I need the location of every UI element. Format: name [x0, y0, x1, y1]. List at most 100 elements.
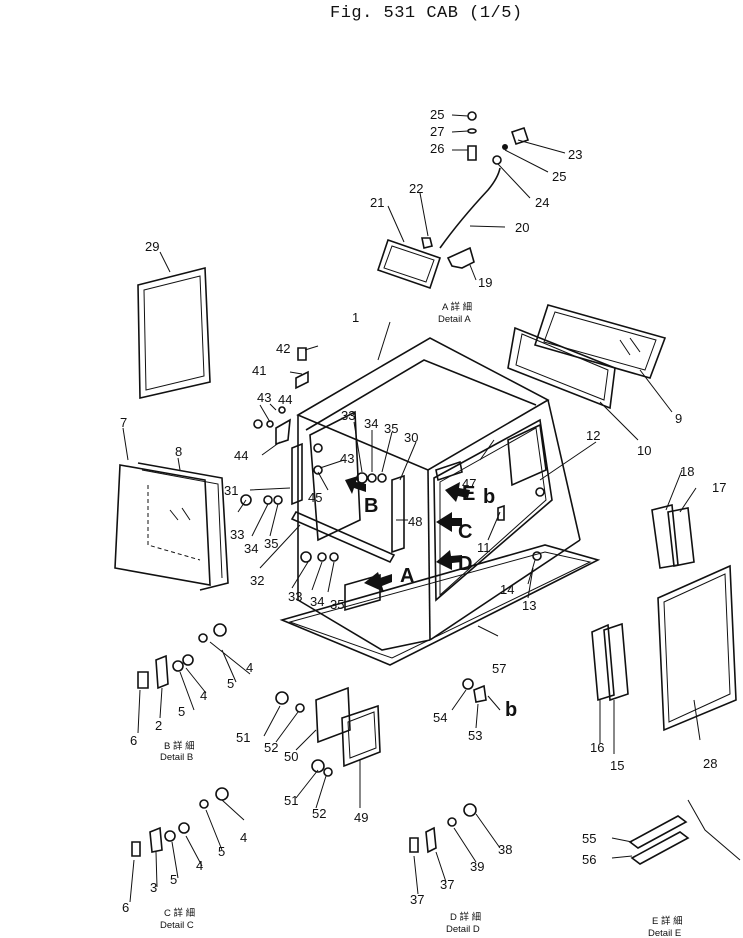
label-52b: 52	[312, 806, 326, 821]
label-2: 2	[155, 718, 162, 733]
detail-b-jp: B 詳 細	[164, 740, 195, 752]
cab-body	[279, 337, 601, 666]
label-24: 24	[535, 195, 549, 210]
arrow-c	[436, 512, 462, 532]
label-35c: 35	[384, 421, 398, 436]
view-letter-b-small-1: b	[483, 486, 495, 508]
label-45: 43	[257, 390, 271, 405]
label-15: 15	[610, 758, 624, 773]
label-26: 26	[430, 141, 444, 156]
small-window-17-18	[651, 503, 695, 569]
view-letter-e: E	[462, 483, 475, 505]
label-35b: 35	[330, 597, 344, 612]
label-46: 44	[278, 392, 292, 407]
label-53: 53	[468, 728, 482, 743]
label-8: 8	[175, 444, 182, 459]
label-4b: 4	[200, 688, 207, 703]
rear-window-15-16	[591, 622, 629, 702]
label-35a: 35	[264, 536, 278, 551]
roof-window-21	[376, 238, 442, 290]
label-54: 54	[433, 710, 447, 725]
label-23: 23	[568, 147, 582, 162]
label-28: 28	[703, 756, 717, 771]
label-32: 32	[250, 573, 264, 588]
detail-b-parts	[137, 623, 227, 690]
window-seal-29	[137, 266, 211, 399]
cable-20	[439, 167, 501, 249]
label-34b: 34	[310, 594, 324, 609]
detail-e-en: Detail E	[648, 928, 681, 938]
view-letter-b-small-2: b	[505, 699, 517, 721]
view-letter-b: B	[364, 495, 378, 517]
label-5b: 5	[178, 704, 185, 719]
label-50: 50	[284, 749, 298, 764]
view-letter-c: C	[458, 521, 472, 543]
label-22: 22	[409, 181, 423, 196]
label-34c: 34	[364, 416, 378, 431]
label-19: 19	[478, 275, 492, 290]
label-37: 37	[410, 892, 424, 907]
label-43: 45	[308, 490, 322, 505]
detail-c-en: Detail C	[160, 920, 194, 931]
arrow-e	[445, 482, 470, 502]
arrow-b	[345, 476, 366, 494]
detail-e-jp: E 詳 細	[652, 915, 683, 927]
label-40: 41	[252, 363, 266, 378]
arrow-d	[436, 550, 462, 570]
figure-title: Fig. 531 CAB (1/5)	[330, 4, 523, 23]
detail-b-en: Detail B	[160, 752, 193, 763]
label-10: 10	[637, 443, 651, 458]
detail-d-parts	[409, 803, 477, 854]
detail-c-parts	[131, 787, 229, 857]
label-48: 48	[408, 514, 422, 529]
label-51a: 51	[236, 730, 250, 745]
label-1: 1	[352, 310, 359, 325]
label-41: 42	[276, 341, 290, 356]
label-11: 11	[477, 540, 491, 555]
label-56: 56	[582, 852, 596, 867]
label-34a: 34	[244, 541, 258, 556]
view-letter-labels: A B C D E b b	[364, 483, 517, 721]
label-14: 14	[500, 582, 514, 597]
label-27: 27	[430, 124, 444, 139]
label-17: 17	[712, 480, 726, 495]
detail-d-jp: D 詳 細	[450, 911, 481, 923]
label-52a: 52	[264, 740, 278, 755]
leader-lines	[122, 114, 701, 903]
label-4d: 4	[196, 858, 203, 873]
label-49: 49	[354, 810, 368, 825]
label-30: 30	[404, 430, 418, 445]
arrow-a	[364, 572, 392, 592]
detail-a-jp: A 詳 細	[442, 301, 472, 313]
label-20: 20	[515, 220, 529, 235]
label-29: 29	[145, 239, 159, 254]
label-51b: 51	[284, 793, 298, 808]
side-glass-left	[114, 462, 229, 591]
label-31: 31	[224, 483, 238, 498]
label-5d: 5	[170, 872, 177, 887]
detail-e-parts	[628, 799, 741, 865]
window-seal-28	[657, 564, 737, 732]
door-frame-parts	[240, 347, 405, 564]
label-4a: 4	[246, 660, 253, 675]
panel-49-50	[275, 686, 381, 777]
label-25a: 25	[430, 107, 444, 122]
label-47: 47	[462, 476, 476, 491]
label-42: 43	[340, 451, 354, 466]
part-labels: 25 27 26 23 25 24 22 21 20 19 29 1 9 10 …	[120, 107, 726, 915]
label-21: 21	[370, 195, 384, 210]
label-6a: 6	[130, 733, 137, 748]
label-3: 3	[150, 880, 157, 895]
label-7: 7	[120, 415, 127, 430]
detail-d-en: Detail D	[446, 924, 480, 935]
label-5c: 5	[218, 844, 225, 859]
bracket-19	[446, 246, 475, 269]
label-36: 37	[440, 877, 454, 892]
view-letter-a: A	[400, 565, 414, 587]
label-55: 55	[582, 831, 596, 846]
label-39: 39	[470, 859, 484, 874]
knob-23	[510, 126, 530, 146]
label-33b: 33	[288, 589, 302, 604]
label-12: 12	[586, 428, 600, 443]
